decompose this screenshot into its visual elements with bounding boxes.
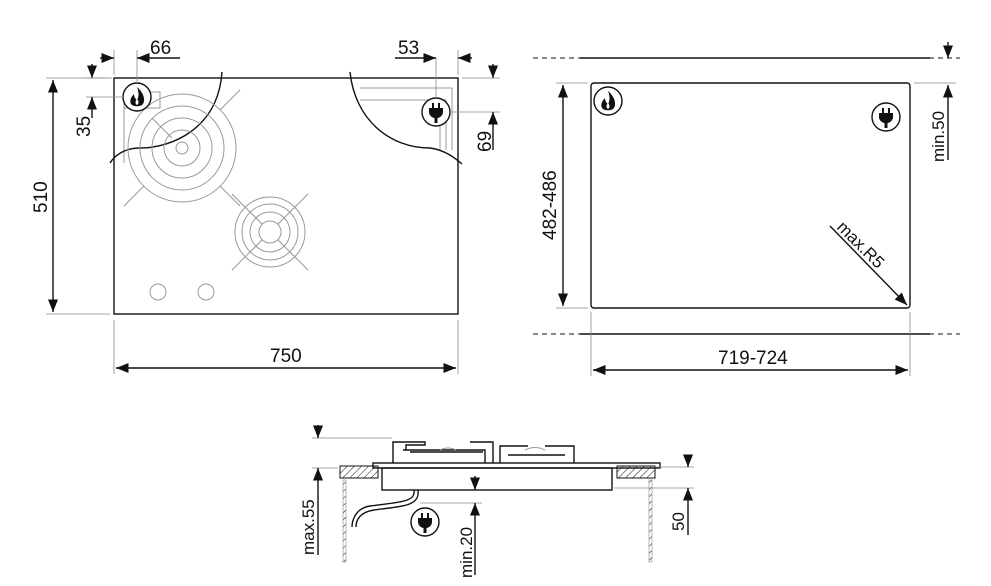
cutout-outline [590, 82, 911, 309]
pan-support-left [392, 441, 494, 463]
dim-cutout-width: 719-724 [718, 348, 788, 369]
knob [149, 283, 167, 301]
dim-height: 510 [31, 181, 52, 213]
dim-corner-radius: max.R5 [833, 217, 888, 272]
cabinet-wall-right [648, 479, 653, 563]
plug-icon [871, 102, 901, 132]
flame-icon [593, 86, 623, 116]
burner-small [231, 193, 309, 271]
plug-icon [410, 507, 440, 537]
cabinet-wall-left [342, 479, 347, 563]
pan-support-right [499, 445, 575, 463]
dim-gas-offset-x: 66 [150, 38, 171, 59]
cutaway-left [109, 71, 223, 164]
hob-body [381, 467, 613, 491]
dim-electric-offset-x: 53 [398, 38, 419, 59]
dim-gas-offset-y: 35 [74, 116, 95, 137]
top-view: 66 35 510 750 53 69 [31, 38, 500, 374]
dim-electric-offset-y: 69 [475, 131, 496, 152]
countertop-left [339, 465, 379, 479]
cutaway-right [349, 71, 463, 165]
dim-width: 750 [270, 346, 302, 367]
dim-depth: 50 [669, 512, 688, 531]
cutout-view: 482-486 719-724 min.50 max.R5 [533, 42, 960, 376]
gas-connection-outline [123, 91, 161, 163]
burner-large [123, 89, 241, 207]
side-view: max.55 min.20 50 [299, 425, 694, 578]
dim-min-clearance-below: min.20 [457, 527, 476, 578]
countertop-right [616, 465, 656, 479]
flame-icon [122, 82, 152, 112]
dim-min-clearance: min.50 [929, 111, 948, 162]
burner-caps [439, 447, 546, 451]
knob [197, 283, 215, 301]
hob-outline [113, 77, 459, 315]
power-cable [351, 489, 415, 528]
dim-max-height: max.55 [299, 499, 318, 555]
plug-icon [421, 97, 451, 127]
dim-cutout-height: 482-486 [540, 170, 561, 240]
